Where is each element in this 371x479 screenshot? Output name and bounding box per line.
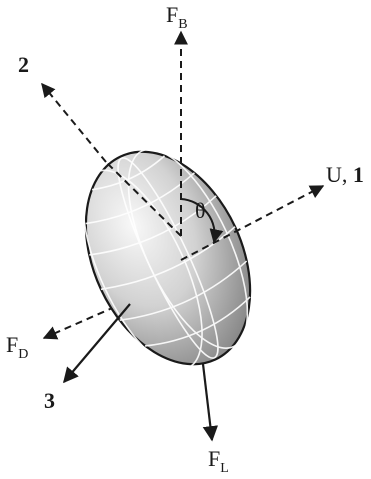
label-fb: FB <box>166 2 188 32</box>
axis-1-velocity-line <box>180 185 325 261</box>
label-fl: FL <box>208 446 229 476</box>
axis-2-line <box>41 82 107 163</box>
theta-arc <box>180 198 224 244</box>
ellipsoid-body <box>82 148 252 371</box>
axis-3-line <box>63 303 131 384</box>
label-theta: θ <box>195 198 206 223</box>
label-velocity-axis-1: U, 1 <box>326 162 364 187</box>
label-axis-2: 2 <box>18 52 29 77</box>
lift-force-line <box>201 363 219 442</box>
label-fd: FD <box>6 332 28 362</box>
axis-2-inner-line <box>105 161 182 237</box>
label-axis-3: 3 <box>44 388 55 413</box>
body-gridlines <box>82 148 251 371</box>
